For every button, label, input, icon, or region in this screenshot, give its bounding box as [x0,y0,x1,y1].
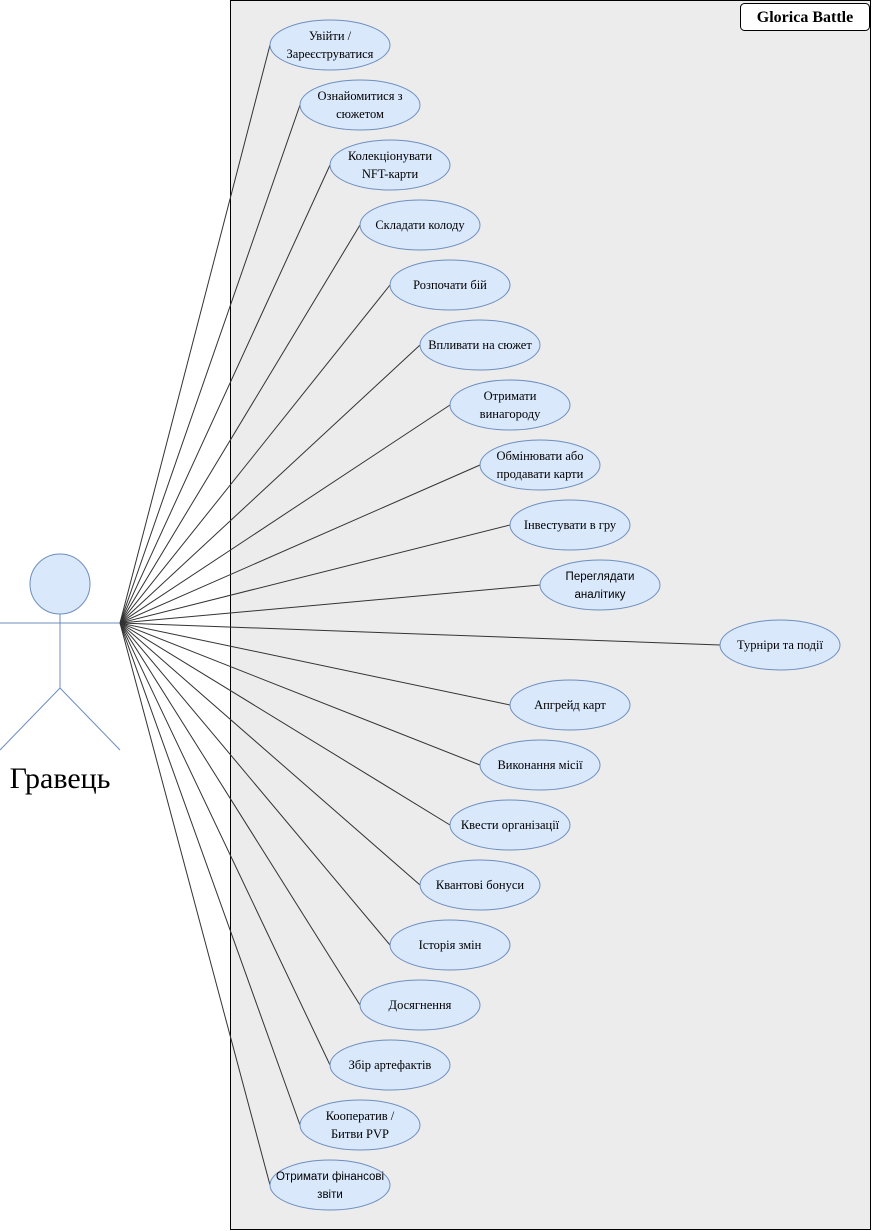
use-case-12[interactable]: Апгрейд карт [509,679,631,731]
association-uc-7 [119,404,451,624]
use-case-label: Апгрейд карт [534,698,606,712]
use-case-ellipse [359,199,481,251]
use-case-ellipse [719,619,841,671]
use-case-label: Турніри та події [737,638,823,652]
use-case-ellipse [269,19,391,71]
use-case-ellipse [299,1099,421,1151]
use-case-16[interactable]: Історія змін [389,919,511,971]
use-case-ellipse [419,859,541,911]
system-title: Glorica Battle [757,9,853,26]
use-case-ellipse [539,559,661,611]
use-case-label: Переглядати [566,571,635,583]
use-case-label: Битви PVP [331,1127,389,1141]
use-case-10[interactable]: Переглядати аналітику [539,559,661,611]
association-uc-3 [119,164,331,624]
association-uc-6 [119,344,421,624]
system-title-box: Glorica Battle [740,3,870,31]
association-uc-10 [119,584,541,624]
association-uc-14 [119,622,451,826]
use-case-5[interactable]: Розпочати бій [389,259,511,311]
actor-head [29,553,91,615]
associations [119,44,721,1186]
use-case-label: Інвестувати в гру [524,518,617,532]
use-case-label: винагороду [480,407,541,421]
use-case-ellipse [389,259,511,311]
use-case-label: Впливати на сюжет [428,338,532,352]
association-uc-1 [119,44,271,624]
use-case-1[interactable]: Увійти / Зареєструватися [269,19,391,71]
use-case-11[interactable]: Турніри та події [719,619,841,671]
use-case-ellipse [419,319,541,371]
association-uc-19 [119,622,301,1126]
use-case-label: звіти [317,1189,343,1201]
association-uc-20 [119,622,271,1186]
use-case-ellipse [359,979,481,1031]
actor-label: Гравець [10,762,111,795]
use-case-19[interactable]: Кооператив / Битви PVP [299,1099,421,1151]
use-case-label: Отримати фінансові [276,1171,384,1183]
use-case-2[interactable]: Ознайомитися з сюжетом [299,79,421,131]
use-case-label: Складати колоду [375,218,465,232]
use-case-label: Досягнення [389,998,452,1012]
association-uc-2 [119,104,301,624]
association-uc-4 [119,224,361,624]
use-case-ellipse [479,439,601,491]
use-case-9[interactable]: Інвестувати в гру [509,499,631,551]
use-case-label: Квести організації [461,818,560,832]
use-case-label: Увійти / [309,29,352,43]
use-case-ellipse [509,499,631,551]
use-case-label: Зареєструватися [287,47,374,61]
association-uc-16 [119,622,391,946]
association-uc-9 [119,524,511,624]
use-case-ellipse [449,799,571,851]
actor-left-leg [0,687,61,751]
use-case-ellipse [329,1039,451,1091]
use-case-label: Колекціонувати [348,149,432,163]
use-case-6[interactable]: Впливати на сюжет [419,319,541,371]
association-uc-11 [119,622,721,646]
use-case-label: аналітику [574,589,625,601]
use-case-ellipse [329,139,451,191]
actor[interactable]: Гравець [0,553,121,795]
use-case-ellipse [389,919,511,971]
use-case-15[interactable]: Квантові бонуси [419,859,541,911]
use-case-label: Квантові бонуси [436,878,524,892]
association-uc-17 [119,622,361,1006]
use-case-18[interactable]: Збір артефактів [329,1039,451,1091]
actor-right-leg [59,687,121,751]
use-case-ellipse [299,79,421,131]
use-case-4[interactable]: Складати колоду [359,199,481,251]
use-case-label: NFT-карти [362,167,419,181]
use-case-17[interactable]: Досягнення [359,979,481,1031]
use-case-ellipse [479,739,601,791]
association-uc-18 [119,622,331,1066]
association-uc-8 [119,464,481,624]
use-case-label: Ознайомитися з [317,89,402,103]
use-case-label: Обмінювати або [496,449,583,463]
association-uc-15 [119,622,421,886]
association-uc-13 [119,622,481,766]
system-boundary [230,0,871,1230]
association-uc-5 [119,284,391,624]
use-case-20[interactable]: Отримати фінансові звіти [269,1159,391,1211]
use-case-label: Збір артефактів [349,1058,432,1072]
use-case-ellipse [269,1159,391,1211]
use-case-7[interactable]: Отримати винагороду [449,379,571,431]
use-case-label: сюжетом [336,107,384,121]
use-case-14[interactable]: Квести організації [449,799,571,851]
use-case-ellipse [449,379,571,431]
use-case-label: Розпочати бій [413,278,487,292]
use-case-label: Отримати [484,389,537,403]
use-case-label: Історія змін [419,938,482,952]
use-case-8[interactable]: Обмінювати або продавати карти [479,439,601,491]
use-case-13[interactable]: Виконання місії [479,739,601,791]
association-uc-12 [119,622,511,706]
use-case-label: Виконання місії [497,758,583,772]
use-case-label: продавати карти [497,467,584,481]
use-case-ellipse [509,679,631,731]
use-case-label: Кооператив / [326,1109,395,1123]
